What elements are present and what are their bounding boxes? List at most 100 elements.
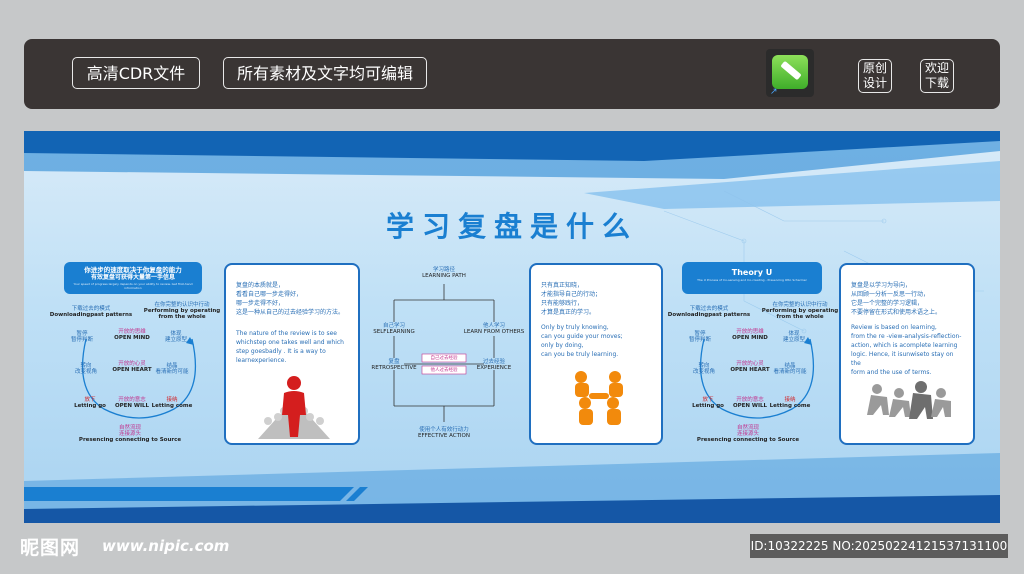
- lp-downloading-cn: 下载过去的模式: [71, 306, 111, 312]
- mid-others-en: LEARN FROM OTHERS: [463, 329, 525, 335]
- download-label-2: 下载: [924, 76, 949, 90]
- rp-enacting-2: 建立原型: [782, 337, 806, 343]
- lp-letting-go-cn: 放下: [84, 397, 96, 403]
- rp-downloading-en: Downloadingpast patterns: [667, 312, 751, 318]
- red-leader-figure-icon: [258, 376, 330, 439]
- teamwork-figures-icon: [575, 371, 623, 425]
- lp-performing-en-2: from the whole: [158, 314, 206, 320]
- nipic-url-link[interactable]: www.nipic.com: [102, 537, 230, 555]
- mid-retro-cn: 复盘: [388, 359, 400, 365]
- hd-cdr-file-button[interactable]: 高清CDR文件: [72, 57, 200, 89]
- lp-open-heart-cn: 开放的心灵: [118, 361, 146, 367]
- card3-en-text: Review is based on learning,from the re …: [851, 324, 962, 376]
- theory-u-subtitle: The U Process of Co-sensing and Co-creat…: [697, 278, 807, 282]
- card3-cn-text: 复盘是以学习为导向，从回顾一分析一反思一行动，它是一个完整的学习逻辑，不要停留在…: [851, 282, 942, 316]
- rp-letting-come-en: Letting come: [769, 403, 811, 409]
- theory-u-header: Theory U The U Process of Co-sensing and…: [682, 262, 822, 294]
- lp-presencing-en: Presencing connecting to Source: [78, 437, 182, 443]
- mid-exp-en: EXPERIENCE: [476, 365, 512, 371]
- card2-cn-text: 只有真正知晓，才能指导自己的行动；只有能够践行，才算是真正的学习。: [541, 282, 602, 316]
- lp-performing-en-1: Performing by operating: [143, 308, 221, 314]
- mid-exp-cn: 过去经验: [482, 359, 506, 365]
- original-design-button[interactable]: 原创 设计: [858, 59, 892, 93]
- original-label-1: 原创: [862, 61, 887, 75]
- rp-open-will-en: OPEN WILL: [732, 403, 768, 409]
- lp-suspending-1: 暂停: [76, 331, 88, 337]
- top-toolbar: 高清CDR文件 所有素材及文字均可编辑 ↗ 原创 设计 欢迎 下载: [24, 39, 1000, 109]
- coreldraw-app-icon[interactable]: ↗: [766, 49, 814, 97]
- mid-box-others: 他人过去经验: [430, 368, 458, 373]
- lp-performing-cn: 在你完整的认识中行动: [154, 302, 210, 308]
- u-curve-right: [699, 337, 815, 419]
- lp-redirecting-2: 改变视角: [74, 369, 98, 375]
- lp-letting-come-en: Letting come: [151, 403, 193, 409]
- download-label-1: 欢迎: [924, 61, 949, 75]
- rp-letting-go-cn: 放下: [702, 397, 714, 403]
- rp-suspending-1: 暂停: [694, 331, 706, 337]
- learning-path-diagram: [393, 284, 495, 422]
- left-header-line-3: Your speed of progress largely depends o…: [73, 282, 193, 290]
- lp-letting-go-en: Letting go: [74, 403, 106, 409]
- lp-letting-come-cn: 接纳: [166, 397, 178, 403]
- image-id-bar: ID:10322225 NO:20250224121537131100: [750, 534, 1008, 558]
- lp-crystallizing-1: 结晶: [166, 363, 178, 369]
- mid-action-en: EFFECTIVE ACTION: [417, 433, 471, 439]
- lp-suspending-2: 暂停判断: [70, 337, 94, 343]
- rp-letting-come-cn: 接纳: [784, 397, 796, 403]
- left-header-line-1: 你进步的速度取决于你复盘的能力: [84, 266, 182, 274]
- rp-redirecting-1: 转向: [698, 363, 710, 369]
- left-panel-header: 你进步的速度取决于你复盘的能力 有效复盘可获得大量第一手信息 Your spee…: [64, 262, 202, 294]
- mid-self-cn: 自己学习: [382, 323, 406, 329]
- rp-open-mind-en: OPEN MIND: [732, 335, 768, 341]
- lp-open-will-en: OPEN WILL: [114, 403, 150, 409]
- rp-performing-en-1: Performing by operating: [761, 308, 839, 314]
- rp-open-mind-cn: 开放的思维: [736, 329, 764, 335]
- lp-downloading-en: Downloadingpast patterns: [49, 312, 133, 318]
- lp-presencing-cn-2: 连接源头: [118, 431, 142, 437]
- rp-open-will-cn: 开放的意志: [736, 397, 764, 403]
- lp-open-mind-en: OPEN MIND: [114, 335, 150, 341]
- editable-materials-button[interactable]: 所有素材及文字均可编辑: [223, 57, 427, 89]
- mid-action-cn: 使用个人有效行动力: [419, 427, 469, 433]
- mid-path-cn: 学习路径: [432, 267, 456, 273]
- rp-open-heart-en: OPEN HEART: [730, 367, 770, 373]
- rp-presencing-cn-1: 自然流现: [736, 425, 760, 431]
- rp-enacting-1: 体现: [788, 331, 800, 337]
- lp-open-heart-en: OPEN HEART: [112, 367, 152, 373]
- lp-presencing-cn-1: 自然流现: [118, 425, 142, 431]
- lp-open-will-cn: 开放的意志: [118, 397, 146, 403]
- lp-redirecting-1: 转向: [80, 363, 92, 369]
- rp-performing-en-2: from the whole: [776, 314, 824, 320]
- card2-en-text: Only by truly knowing,can you guide your…: [541, 324, 623, 358]
- rp-suspending-2: 暂停判断: [688, 337, 712, 343]
- mid-box-self: 自己过去经验: [430, 356, 458, 361]
- board-title: 学习复盘是什么: [385, 210, 638, 243]
- true-learning-card: 只有真正知晓，才能指导自己的行动；只有能够践行，才算是真正的学习。 Only b…: [529, 263, 663, 445]
- review-logic-card: 复盘是以学习为导向，从回顾一分析一反思一行动，它是一个完整的学习逻辑，不要停留在…: [839, 263, 975, 445]
- rp-performing-cn: 在你完整的认识中行动: [772, 302, 828, 308]
- mid-self-en: SELFLEARNING: [373, 329, 415, 335]
- nipic-logo: 昵图网: [20, 537, 81, 559]
- mid-others-cn: 他人学习: [482, 323, 506, 329]
- rp-open-heart-cn: 开放的心灵: [736, 361, 764, 367]
- mid-path-en: LEARNING PATH: [422, 273, 466, 279]
- rp-downloading-cn: 下载过去的模式: [689, 306, 729, 312]
- rp-redirecting-2: 改变视角: [692, 369, 716, 375]
- lp-enacting-2: 建立原型: [164, 337, 188, 343]
- board-decoration: [24, 131, 1000, 523]
- rp-presencing-cn-2: 连接源头: [736, 431, 760, 437]
- lp-crystallizing-2: 看清新的可能: [155, 369, 189, 375]
- rp-crystallizing-2: 看清新的可能: [773, 369, 807, 375]
- lp-open-mind-cn: 开放的思维: [118, 329, 146, 335]
- mid-retro-en: RETROSPECTIVE: [371, 365, 417, 371]
- card1-cn-text: 复盘的本质就是，看看自己哪一步走得好，哪一步走得不好，这是一种从自己的过去经验学…: [236, 282, 345, 316]
- welcome-download-button[interactable]: 欢迎 下载: [920, 59, 954, 93]
- review-nature-card: 复盘的本质就是，看看自己哪一步走得好，哪一步走得不好，这是一种从自己的过去经验学…: [224, 263, 360, 445]
- rp-crystallizing-1: 结晶: [784, 363, 796, 369]
- runners-starting-icon: [867, 381, 951, 419]
- theory-u-title: Theory U: [731, 268, 773, 277]
- left-header-line-2: 有效复盘可获得大量第一手信息: [90, 274, 175, 281]
- u-curve-left: [81, 337, 197, 419]
- original-label-2: 设计: [862, 76, 887, 90]
